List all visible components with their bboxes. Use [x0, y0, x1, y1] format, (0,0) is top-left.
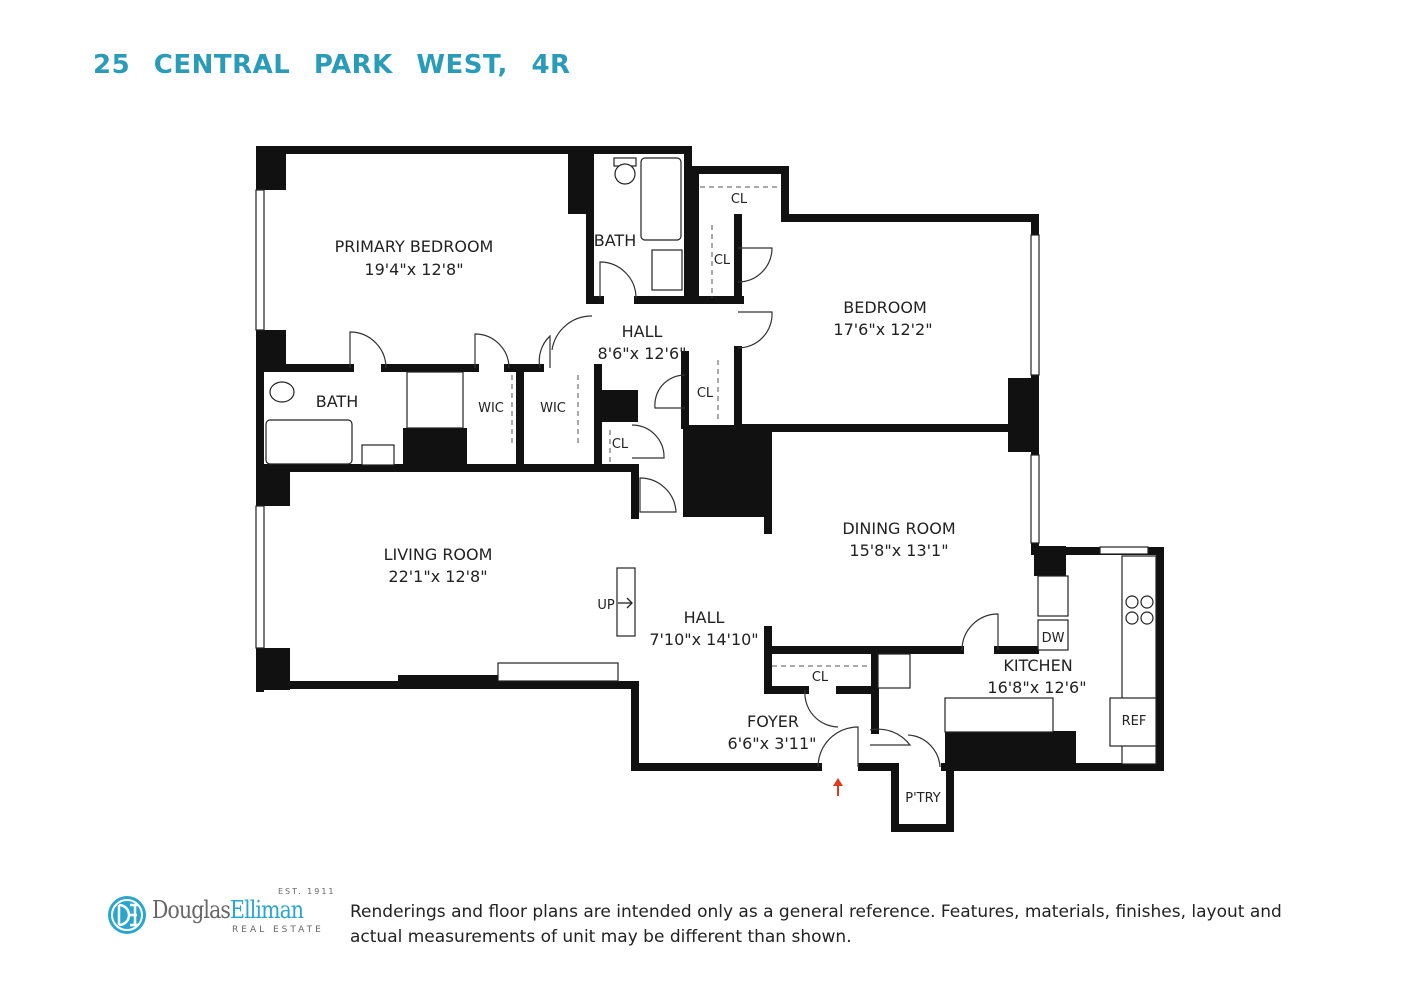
refrigerator: [1109, 697, 1157, 747]
room-name-primary-bedroom: PRIMARY BEDROOM: [335, 237, 494, 256]
window: [255, 189, 265, 331]
stairs: [616, 567, 636, 637]
douglas-elliman-logo-icon: [108, 896, 146, 934]
bathtub: [640, 157, 682, 241]
room-name-bath: BATH: [316, 392, 358, 411]
room-size-hall: 8'6"x 12'6": [598, 344, 687, 363]
room-size-foyer: 6'6"x 3'11": [728, 734, 817, 753]
room-name-living-room: LIVING ROOM: [384, 545, 493, 564]
toilet-bowl: [614, 163, 636, 185]
room-name-pantry: P'TRY: [905, 791, 941, 806]
entry-arrow-icon: [833, 778, 843, 796]
logo-wordmark: DouglasElliman: [152, 896, 304, 924]
doors: [349, 247, 999, 768]
page-title: 25 CENTRAL PARK WEST, 4R: [93, 50, 571, 80]
sink: [361, 444, 395, 466]
disclaimer: Renderings and floor plans are intended …: [350, 902, 1282, 947]
room-name-bath: BATH: [594, 231, 636, 250]
room-name-closet: CL: [812, 670, 829, 685]
room-name-bedroom: BEDROOM: [843, 298, 927, 317]
refrigerator-label: REF: [1122, 714, 1147, 729]
room-size-primary-bedroom: 19'4"x 12'8": [364, 260, 463, 279]
dishwasher: [1037, 619, 1069, 651]
window: [1099, 546, 1149, 555]
room-name-wic: WIC: [478, 401, 504, 416]
bathtub: [265, 419, 353, 465]
island: [944, 697, 1054, 733]
shower: [406, 371, 464, 429]
window: [1030, 454, 1040, 544]
room-size-living-room: 22'1"x 12'8": [388, 567, 487, 586]
room-name-kitchen: KITCHEN: [1003, 656, 1072, 675]
sink: [651, 249, 683, 291]
fixtures: [255, 157, 1157, 765]
room-name-hall: HALL: [622, 322, 663, 341]
logo-subtitle: REAL ESTATE: [232, 925, 324, 935]
window: [255, 505, 265, 649]
room-size-hall: 7'10"x 14'10": [649, 630, 758, 649]
room-name-wic: WIC: [540, 401, 566, 416]
kitchen-sink: [1037, 575, 1069, 617]
logo-est: EST. 1911: [278, 887, 336, 896]
room-name-closet: CL: [731, 192, 748, 207]
window: [1030, 234, 1040, 376]
room-name-hall: HALL: [684, 608, 725, 627]
room-name-dining-room: DINING ROOM: [842, 519, 955, 538]
room-name-closet: CL: [612, 437, 629, 452]
room-size-dining-room: 15'8"x 13'1": [849, 541, 948, 560]
room-size-kitchen: 16'8"x 12'6": [987, 678, 1086, 697]
room-name-closet: CL: [697, 386, 714, 401]
dishwasher-label: DW: [1042, 631, 1065, 646]
toilet: [269, 381, 295, 403]
stairs-up-label: UP: [597, 598, 615, 613]
room-name-foyer: FOYER: [747, 712, 799, 731]
room-name-closet: CL: [714, 253, 731, 268]
up-arrow-icon: [618, 597, 633, 609]
room-size-bedroom: 17'6"x 12'2": [833, 320, 932, 339]
